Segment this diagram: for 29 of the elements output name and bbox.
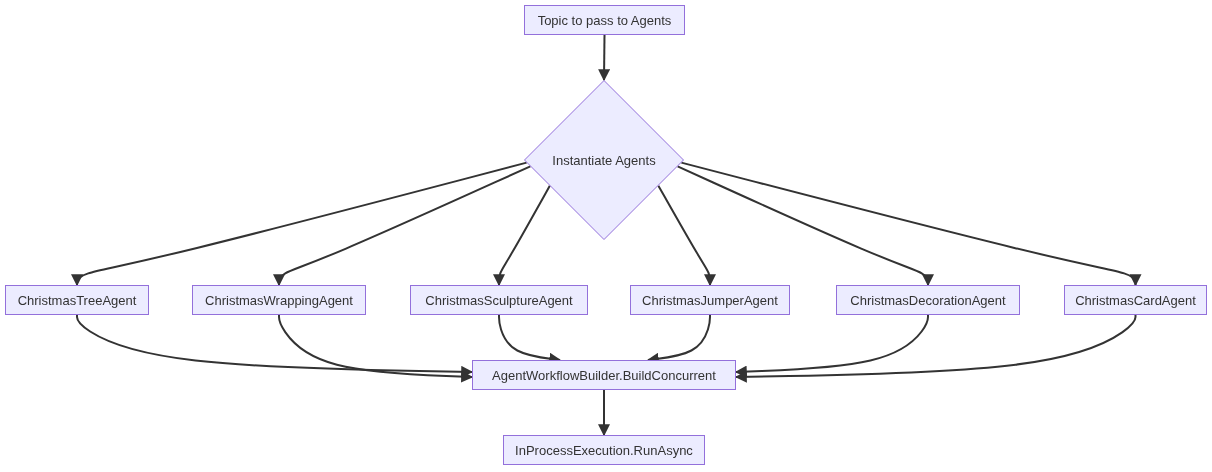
box-label: ChristmasDecorationAgent bbox=[850, 292, 1006, 308]
box-label: ChristmasTreeAgent bbox=[17, 292, 137, 308]
box-label: ChristmasSculptureAgent bbox=[425, 292, 573, 308]
arrow bbox=[598, 34, 611, 82]
arrow bbox=[734, 314, 1137, 383]
diamond-label: Instantiate Agents bbox=[552, 152, 656, 168]
box-label: ChristmasWrappingAgent bbox=[205, 292, 353, 308]
arrow bbox=[676, 165, 934, 287]
arrow bbox=[273, 165, 532, 287]
box-label: ChristmasCardAgent bbox=[1075, 292, 1196, 308]
box-label: Topic to pass to Agents bbox=[537, 12, 672, 28]
process-box bbox=[472, 360, 736, 390]
box-label: InProcessExecution.RunAsync bbox=[515, 442, 693, 458]
process-box bbox=[630, 285, 790, 315]
arrow bbox=[493, 184, 551, 287]
process-box bbox=[524, 5, 685, 35]
box-label: ChristmasJumperAgent bbox=[642, 292, 778, 308]
process-box bbox=[5, 285, 149, 315]
process-box bbox=[1064, 285, 1207, 315]
arrow bbox=[598, 389, 610, 437]
process-box bbox=[836, 285, 1020, 315]
process-box bbox=[410, 285, 588, 315]
arrow bbox=[278, 314, 474, 383]
process-box bbox=[192, 285, 366, 315]
arrow bbox=[71, 161, 528, 287]
process-box bbox=[503, 435, 705, 465]
arrow bbox=[680, 161, 1142, 287]
box-label: AgentWorkflowBuilder.BuildConcurrent bbox=[492, 367, 716, 383]
arrow bbox=[657, 184, 716, 287]
